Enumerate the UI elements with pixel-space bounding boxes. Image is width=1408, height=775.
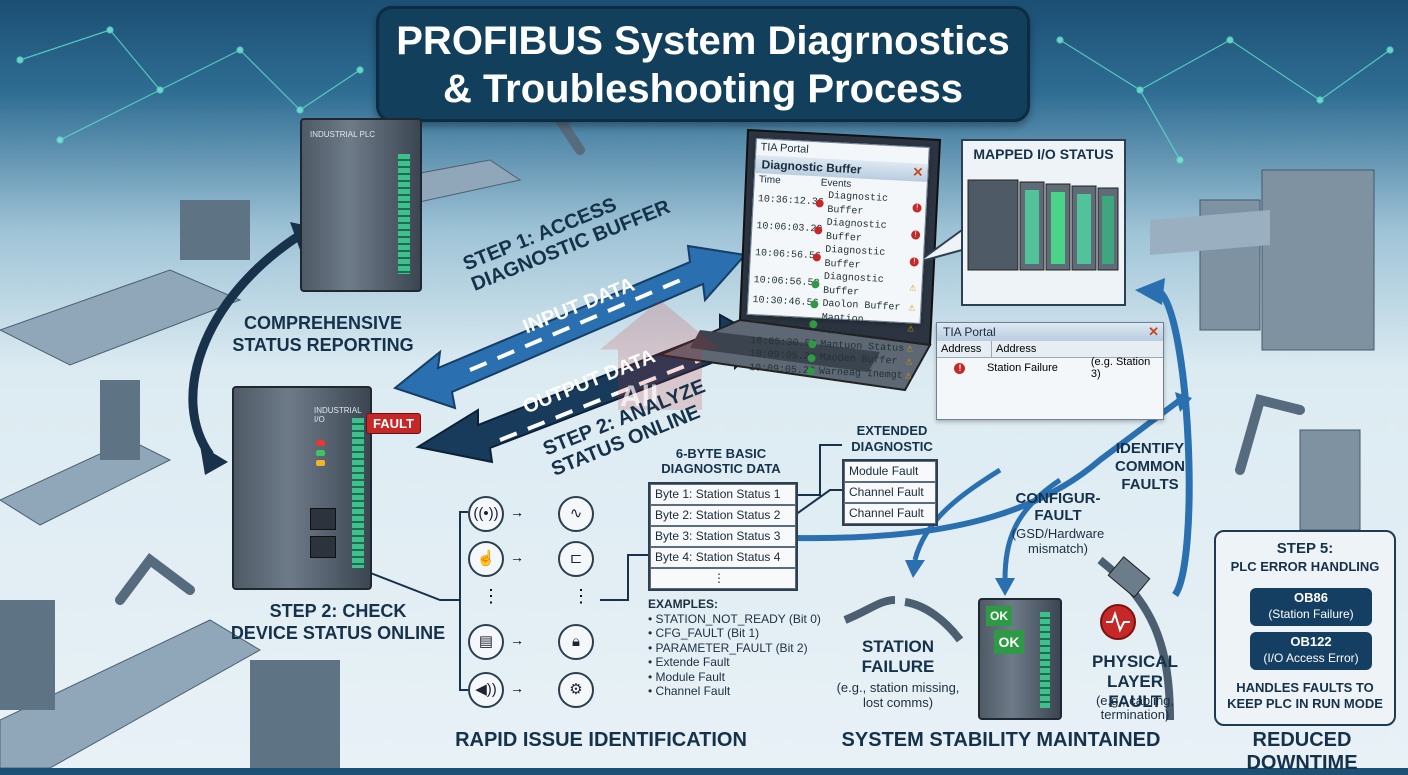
byte-row: Byte 1: Station Status 1 bbox=[650, 484, 796, 505]
waveform-icon: ∿ bbox=[558, 496, 594, 532]
title-line-1: PROFIBUS System Diagrnostics bbox=[396, 19, 1010, 63]
status-dot-icon bbox=[810, 299, 819, 309]
byte-row: Byte 4: Station Status 4 bbox=[650, 547, 796, 568]
rapid-identification-label: RAPID ISSUE IDENTIFICATION bbox=[455, 729, 747, 751]
io-device: INDUSTRIAL I/O bbox=[232, 386, 372, 590]
table-row[interactable]: ! Station Failure (e.g. Station 3) bbox=[937, 356, 1163, 380]
window-titlebar: TIA Portal ✕ bbox=[937, 323, 1163, 341]
title-line-2: & Troubleshooting Process bbox=[442, 67, 964, 111]
ethernet-port bbox=[310, 536, 336, 558]
status-dot-icon bbox=[815, 198, 824, 208]
ob86-block: OB86 (Station Failure) bbox=[1250, 588, 1372, 626]
step5-panel: STEP 5: PLC ERROR HANDLING OB86 (Station… bbox=[1214, 530, 1396, 726]
status-dot-icon bbox=[811, 279, 820, 289]
ob122-block: OB122 (I/O Access Error) bbox=[1250, 632, 1372, 670]
fault-led bbox=[316, 440, 325, 446]
physical-fault-desc: (e.g., cabling,termination) bbox=[1095, 693, 1175, 722]
error-icon: ! bbox=[910, 230, 921, 240]
mapped-io-title: MAPPED I/O STATUS bbox=[973, 146, 1114, 162]
extended-row: Module Fault bbox=[844, 461, 936, 482]
close-icon[interactable]: ✕ bbox=[1148, 324, 1159, 339]
station-failure-desc: (e.g., station missing,lost comms) bbox=[836, 680, 960, 710]
warning-icon: ⚠ bbox=[906, 324, 915, 335]
signal-icon: ((•)) bbox=[468, 496, 504, 532]
warning-icon: ⚠ bbox=[905, 358, 913, 368]
status-dot-icon bbox=[812, 252, 822, 262]
warning-icon: ⚠ bbox=[905, 344, 914, 355]
warning-icon: ⚠ bbox=[907, 304, 916, 314]
status-dot-icon bbox=[814, 225, 823, 235]
diagnostic-buffer-window: TIA Portal Diagnostic Buffer ✕ Time Even… bbox=[746, 138, 930, 381]
examples-list: EXAMPLES: • STATION_NOT_READY (Bit 0) • … bbox=[648, 597, 821, 698]
fault-badge: FAULT bbox=[366, 413, 421, 434]
error-icon: ! bbox=[912, 203, 922, 213]
ok-status: OK bbox=[994, 630, 1024, 654]
tia-portal-window: TIA Portal ✕ Address Address ! Station F… bbox=[936, 322, 1164, 420]
warning-icon: ⚠ bbox=[908, 284, 917, 294]
connector-icon: ⊏ bbox=[558, 541, 594, 577]
byte-row: Byte 2: Station Status 2 bbox=[650, 505, 796, 526]
title-banner: PROFIBUS System Diagrnostics & Troublesh… bbox=[376, 6, 1030, 122]
extended-row: Channel Fault bbox=[844, 503, 936, 524]
extended-row: Channel Fault bbox=[844, 482, 936, 503]
ethernet-port bbox=[310, 508, 336, 530]
config-fault-label: CONFIGUR-FAULT bbox=[1015, 490, 1101, 524]
module-icon: ▤ bbox=[468, 624, 504, 660]
extended-diag-table: Module Fault Channel Fault Channel Fault bbox=[842, 459, 938, 526]
basic-diag-table: Byte 1: Station Status 1 Byte 2: Station… bbox=[648, 482, 798, 591]
byte-row-more: ⋮ bbox=[650, 568, 796, 589]
warning-icon: ⚠ bbox=[904, 371, 913, 382]
hand-touch-icon: ☝ bbox=[468, 541, 504, 577]
byte-row: Byte 3: Station Status 3 bbox=[650, 526, 796, 547]
close-icon[interactable]: ✕ bbox=[912, 164, 924, 180]
status-dot-icon bbox=[807, 353, 816, 363]
error-icon: ! bbox=[954, 363, 966, 374]
ok-device: OK OK bbox=[978, 598, 1062, 720]
lock-icon: 🔒︎ bbox=[558, 624, 594, 660]
industrial-plc: INDUSTRIAL PLC bbox=[300, 118, 422, 292]
reduced-downtime-label: REDUCED DOWNTIME bbox=[1246, 729, 1358, 774]
watermark-text: All bbox=[620, 380, 659, 413]
system-stability-label: SYSTEM STABILITY MAINTAINED bbox=[841, 729, 1161, 751]
error-icon: ! bbox=[909, 257, 919, 267]
speaker-icon: ◀)) bbox=[468, 672, 504, 708]
robot-icon: ⚙ bbox=[558, 672, 594, 708]
